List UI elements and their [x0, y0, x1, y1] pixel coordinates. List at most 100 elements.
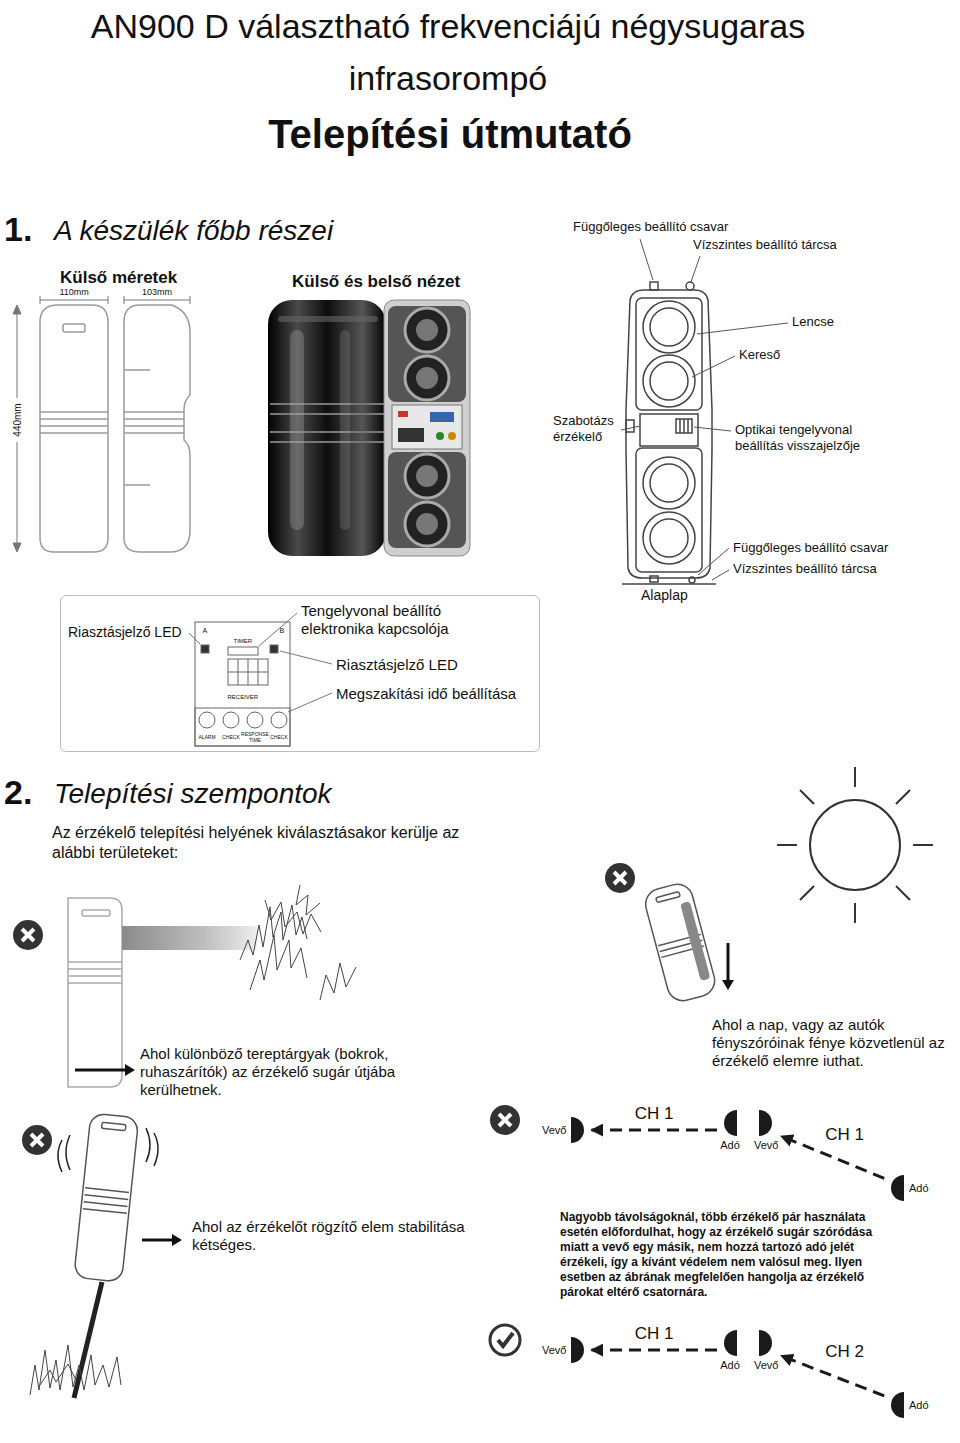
- leader-line: [692, 356, 735, 377]
- sensor-unit: Adó: [720, 1329, 740, 1372]
- sensor-symbol: [891, 1175, 904, 1201]
- sensor-symbol: [756, 1329, 776, 1357]
- note-text: Ahol az érzékelőt rögzítő elem stabilitá…: [192, 1218, 492, 1254]
- circuit-board: [199, 712, 215, 728]
- sensor-symbol: [571, 1337, 584, 1363]
- part-label: Vízszintes beállító tárcsa: [733, 561, 877, 577]
- dimension: 103mm: [142, 287, 172, 298]
- forbidden-mark: [490, 1105, 520, 1135]
- sensor-symbol: [571, 1117, 584, 1143]
- channel-label: CH 2: [822, 1342, 867, 1362]
- bush-sketch: [250, 935, 307, 990]
- section-heading: Telepítési szempontok: [54, 777, 332, 811]
- channel-label: CH 1: [632, 1324, 677, 1344]
- outline-drawing: [63, 324, 85, 332]
- sensor-photo: [398, 411, 408, 417]
- part-label: Szabotázs érzékelő: [553, 413, 619, 445]
- technical-drawing: [680, 419, 688, 433]
- mounting-pole: [58, 1128, 158, 1398]
- sensor-unit: Adó: [720, 1109, 740, 1152]
- forbidden-mark: [605, 863, 635, 893]
- pointer-arrow: [172, 1234, 182, 1246]
- sensor-photo: [416, 513, 438, 535]
- sensor-role: Adó: [909, 1399, 929, 1412]
- sensor-symbol: [887, 1174, 907, 1202]
- forbidden-mark: [13, 920, 43, 950]
- forbidden-mark: [31, 1134, 43, 1146]
- board-marking: A: [203, 626, 208, 635]
- staked-sensor: [74, 1113, 139, 1282]
- signal-path: [591, 1349, 717, 1352]
- sensor-photo: [405, 502, 449, 546]
- technical-drawing: [643, 512, 695, 564]
- sensor-photo: [416, 465, 438, 487]
- sensor-role: Vevő: [754, 1359, 778, 1372]
- note-text: Ahol a nap, vagy az autók fényszóróinak …: [712, 1016, 956, 1070]
- pointer-arrow: [125, 1064, 135, 1076]
- sensor-symbol: [720, 1109, 740, 1137]
- pointer-arrow: [722, 980, 734, 990]
- sensor-photo: [416, 367, 438, 389]
- technical-drawing: [622, 282, 716, 584]
- pointer-arrow: [75, 1064, 135, 1076]
- panel-label: Megszakítási idő beállítása: [336, 685, 536, 703]
- leader-line: [691, 256, 700, 282]
- sensor-photo: [388, 452, 466, 548]
- circuit-board: [228, 659, 268, 685]
- sensor-photo: [388, 306, 466, 402]
- leader-line: [712, 570, 729, 580]
- page-title: AN900 D választható frekvenciájú négysug…: [88, 0, 808, 104]
- sensor-photo: [268, 300, 470, 556]
- mounting-pole: [58, 1128, 158, 1172]
- tilted-sensor: [642, 881, 718, 1005]
- view-heading: Külső és belső nézet: [292, 271, 460, 292]
- sensor-photo: [268, 300, 386, 556]
- part-label: Függőleges beállító csavar: [733, 540, 888, 556]
- staked-sensor: [101, 1122, 125, 1130]
- bush-sketch: [296, 885, 320, 915]
- signal-path: [781, 1356, 884, 1396]
- outline-drawing: [124, 370, 150, 485]
- technical-drawing: [643, 457, 695, 509]
- forbidden-mark: [605, 863, 635, 893]
- sensor-unit: Vevő: [542, 1116, 588, 1144]
- sun: [777, 767, 933, 923]
- sensor-symbol: [887, 1391, 907, 1419]
- sensor-symbol: [568, 1336, 588, 1364]
- sensor-unit: Vevő: [542, 1336, 588, 1364]
- outline-drawing: [40, 412, 108, 433]
- sensor-role: Adó: [909, 1182, 929, 1195]
- technical-drawing: [636, 298, 702, 410]
- technical-drawing: [676, 419, 692, 433]
- sensor-photo: [405, 356, 449, 400]
- sensor-role: Vevő: [542, 1124, 566, 1137]
- part-label: Kereső: [739, 347, 780, 363]
- circuit-board: [228, 659, 268, 685]
- leader-line: [697, 323, 788, 334]
- tilted-sensor: [642, 881, 718, 1005]
- technical-drawing: [626, 290, 712, 578]
- sensor-unit: Adó: [887, 1174, 929, 1202]
- leader-line: [694, 427, 731, 431]
- view-heading: Külső méretek: [60, 267, 177, 288]
- leader-line: [280, 651, 332, 664]
- technical-drawing: [643, 355, 695, 407]
- grass-sketch: [30, 1345, 121, 1395]
- infrared-beam: [122, 926, 257, 950]
- part-label: Lencse: [792, 314, 834, 330]
- pointer-arrow: [722, 943, 734, 990]
- staked-sensor: [74, 1113, 139, 1282]
- note-text: Ahol különböző tereptárgyak (bokrok, ruh…: [140, 1045, 440, 1099]
- pointer-arrow: [727, 943, 730, 980]
- panel-label: Riasztásjelző LED: [68, 624, 208, 641]
- technical-drawing: [626, 420, 634, 432]
- forbidden-mark: [614, 872, 626, 884]
- sensor-unit: Vevő: [754, 1329, 778, 1372]
- sensor-photo: [430, 412, 454, 422]
- sensor-role: Adó: [720, 1359, 740, 1372]
- sensor-photo: [405, 454, 449, 498]
- tilted-sensor: [656, 892, 680, 903]
- board-marking: RESPONSE TIME: [241, 731, 269, 743]
- sensor-symbol: [720, 1329, 740, 1357]
- sensor-photo: [448, 432, 456, 440]
